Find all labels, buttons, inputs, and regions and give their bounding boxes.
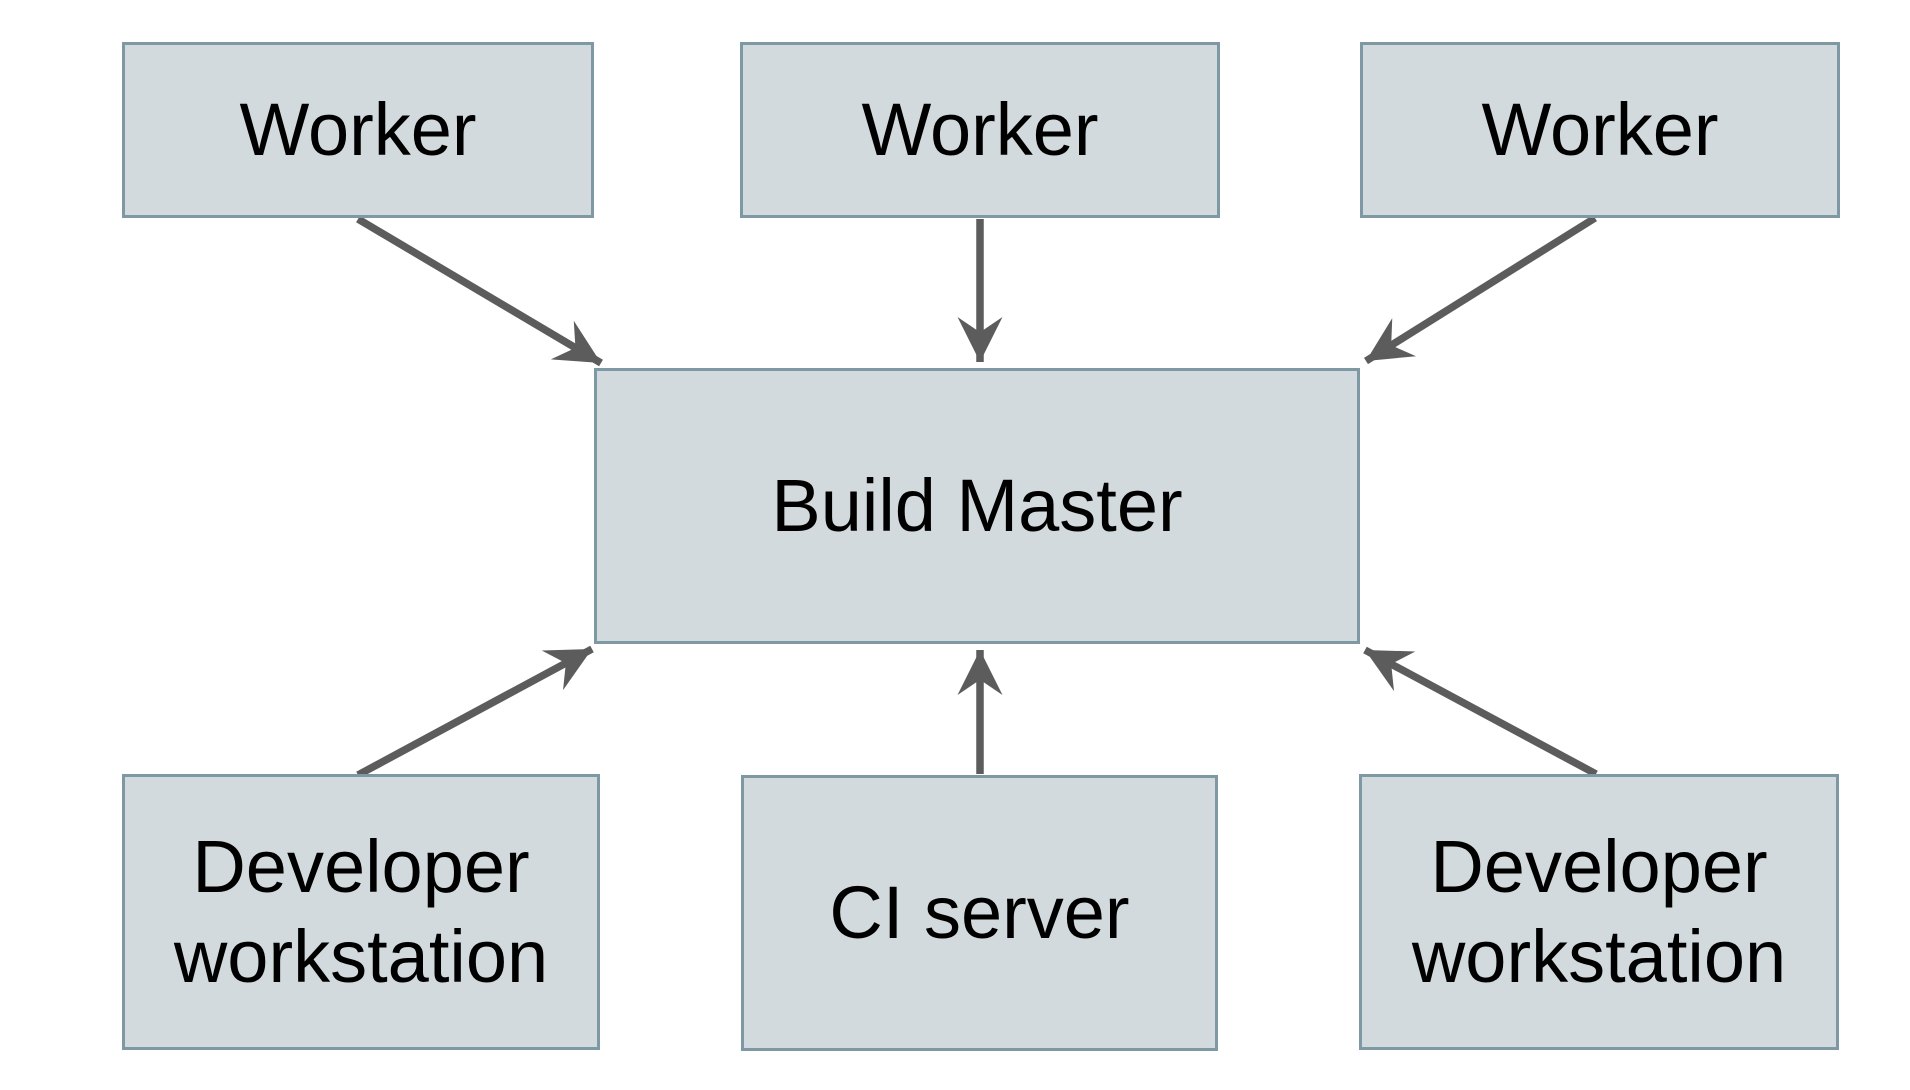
node-developer-workstation-right: Developer workstation: [1359, 774, 1839, 1050]
node-worker-right: Worker: [1360, 42, 1840, 218]
edge-worker-right-to-build-master: [1364, 214, 1597, 365]
node-label: Developer workstation: [1411, 824, 1787, 998]
node-label: Build Master: [771, 463, 1183, 547]
node-label: CI server: [829, 870, 1130, 954]
node-ci-server: CI server: [741, 775, 1218, 1051]
node-worker-left: Worker: [122, 42, 594, 218]
node-label: Developer workstation: [173, 824, 549, 998]
edge-dev-right-to-build-master: [1363, 646, 1598, 778]
node-label: Worker: [239, 87, 477, 171]
node-developer-workstation-left: Developer workstation: [122, 774, 600, 1050]
node-label: Worker: [1481, 87, 1719, 171]
edge-dev-left-to-build-master: [356, 645, 594, 779]
edge-worker-left-to-build-master: [356, 215, 603, 367]
node-worker-center: Worker: [740, 42, 1220, 218]
node-label: Worker: [861, 87, 1099, 171]
node-build-master: Build Master: [594, 368, 1360, 644]
